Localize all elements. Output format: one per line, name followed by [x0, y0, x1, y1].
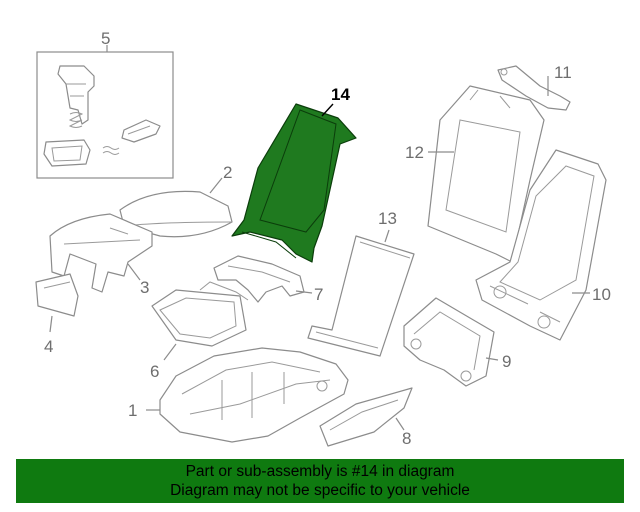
banner-line-2: Diagram may not be specific to your vehi… [170, 482, 470, 499]
callout-9: 9 [502, 352, 511, 371]
part-14-armrest [231, 103, 357, 263]
part-1-console-base [146, 347, 349, 443]
callout-10: 10 [592, 285, 611, 304]
part-5-kit-box [36, 45, 174, 179]
callout-5: 5 [101, 29, 110, 48]
callout-14: 14 [331, 85, 350, 104]
callout-6: 6 [150, 362, 159, 381]
callout-3: 3 [140, 278, 149, 297]
callout-1: 1 [128, 401, 137, 420]
part-7-bracket [213, 255, 313, 303]
info-banner: Part or sub-assembly is #14 in diagram D… [16, 459, 624, 503]
callout-4: 4 [44, 337, 53, 356]
part-4-trim [35, 273, 79, 333]
banner-line-1: Part or sub-assembly is #14 in diagram [185, 463, 455, 480]
callout-2: 2 [223, 163, 232, 182]
part-3-bezel [49, 213, 153, 293]
callout-8: 8 [402, 429, 411, 448]
callout-11: 11 [554, 63, 572, 82]
callout-7: 7 [314, 285, 323, 304]
callout-13: 13 [378, 209, 397, 228]
part-10-seatback-frame [475, 149, 607, 341]
part-11-latch [497, 65, 571, 111]
part-9-hinge-bracket [403, 297, 499, 387]
part-13-panel [307, 229, 415, 357]
part-2-lid [119, 177, 233, 238]
part-6-storage-bin [151, 281, 249, 361]
part-8-side-trim [319, 387, 413, 447]
callout-12: 12 [405, 143, 424, 162]
